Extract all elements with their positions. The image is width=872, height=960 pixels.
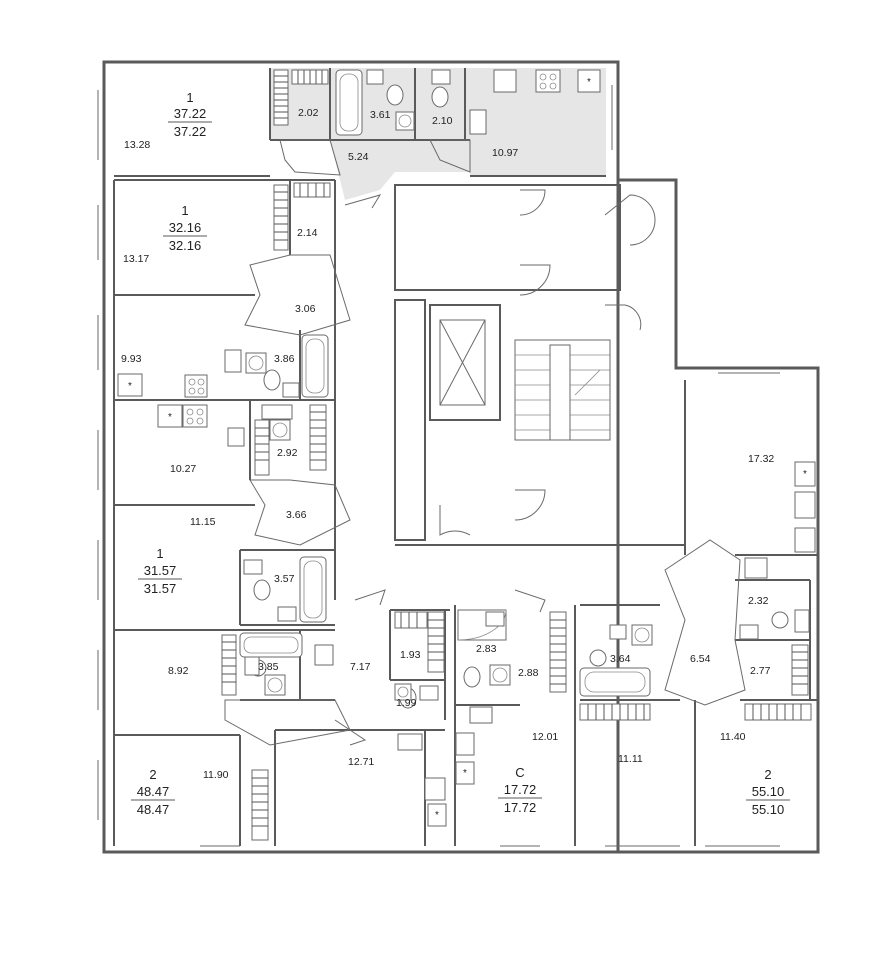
room-area: 2.92	[277, 447, 298, 459]
room-area: 11.40	[720, 731, 746, 743]
svg-text:*: *	[463, 768, 467, 779]
room-area: 1.99	[396, 697, 417, 709]
room-area: 3.86	[274, 353, 295, 365]
room-area: 2.83	[476, 643, 497, 655]
hallways	[224, 139, 746, 746]
room-area: 3.66	[286, 509, 307, 521]
room-area: 3.61	[370, 109, 391, 121]
room-area: 3.64	[610, 653, 631, 665]
apartment-living-area: 55.10	[752, 802, 785, 817]
room-area: 17.32	[748, 453, 774, 465]
bathtub-icon	[239, 69, 651, 697]
room-area-labels: 13.28 2.02 3.61 2.10 5.24 10.97 13.17 2.…	[121, 107, 774, 781]
apartment-living-area: 37.22	[174, 124, 207, 139]
snowflake-icon: * * * * * *	[117, 69, 816, 827]
wardrobes	[221, 69, 812, 841]
apartment-total-area: 31.57	[144, 563, 177, 578]
apartment-rooms: 1	[186, 90, 193, 105]
apartment-living-area: 48.47	[137, 802, 170, 817]
apartment-living-area: 32.16	[169, 238, 202, 253]
room-area: 8.92	[168, 665, 189, 677]
room-area: 9.93	[121, 353, 142, 365]
svg-text:*: *	[128, 381, 132, 392]
room-area: 11.15	[190, 516, 216, 528]
room-area: 11.11	[618, 753, 643, 765]
apartment-total-area: 17.72	[504, 782, 537, 797]
apartment-total-area: 55.10	[752, 784, 785, 799]
room-area: 5.24	[348, 151, 369, 163]
apartment-total-area: 48.47	[137, 784, 170, 799]
svg-text:*: *	[587, 77, 591, 88]
svg-text:*: *	[435, 810, 439, 821]
apartment-rooms: 1	[181, 203, 188, 218]
toilet-icon	[249, 84, 789, 709]
sink-icon	[224, 69, 810, 751]
washing-machine-icon	[245, 111, 653, 701]
room-area: 12.01	[532, 731, 558, 743]
room-area: 12.71	[348, 756, 374, 768]
staircase	[514, 339, 611, 441]
apartment-label: 1 32.16 32.16	[163, 203, 207, 253]
doors	[334, 189, 656, 746]
apartment-labels: 1 37.22 37.22 1 32.16 32.16 1 31.57 31.5…	[131, 90, 790, 817]
elevator-icon	[439, 319, 486, 406]
apartment-living-area: 31.57	[144, 581, 177, 596]
apartment-rooms: 1	[156, 546, 163, 561]
apartment-label: 1 37.22 37.22	[168, 90, 212, 139]
room-area: 10.97	[492, 147, 518, 159]
room-area: 3.57	[274, 573, 295, 585]
apartment-rooms: 2	[149, 767, 156, 782]
apartment-living-area: 17.72	[504, 800, 537, 815]
svg-text:*: *	[803, 469, 807, 480]
apartment-label: 2 55.10 55.10	[746, 767, 790, 817]
apartment-rooms: С	[515, 765, 524, 780]
room-area: 2.02	[298, 107, 319, 119]
room-area: 1.93	[400, 649, 421, 661]
outer-walls	[97, 60, 820, 854]
room-area: 2.77	[750, 665, 771, 677]
room-area: 13.17	[123, 253, 149, 265]
apartment-total-area: 37.22	[174, 106, 207, 121]
interior-walls	[113, 68, 818, 846]
room-area: 13.28	[124, 139, 150, 151]
apartment-label: 2 48.47 48.47	[131, 767, 175, 817]
room-area: 10.27	[170, 463, 196, 475]
apartment-rooms: 2	[764, 767, 771, 782]
apartment-label: С 17.72 17.72	[498, 765, 542, 815]
apartment-total-area: 32.16	[169, 220, 202, 235]
room-area: 2.88	[518, 667, 539, 679]
svg-text:*: *	[168, 412, 172, 423]
room-area: 3.85	[258, 661, 279, 673]
stove-icon	[182, 69, 816, 801]
room-area: 3.06	[295, 303, 316, 315]
apartment-label: 1 31.57 31.57	[138, 546, 182, 596]
room-area: 2.10	[432, 115, 453, 127]
room-area: 11.90	[203, 769, 229, 781]
room-area: 2.32	[748, 595, 769, 607]
room-area: 7.17	[350, 661, 371, 673]
room-area: 6.54	[690, 653, 711, 665]
room-area: 2.14	[297, 227, 318, 239]
